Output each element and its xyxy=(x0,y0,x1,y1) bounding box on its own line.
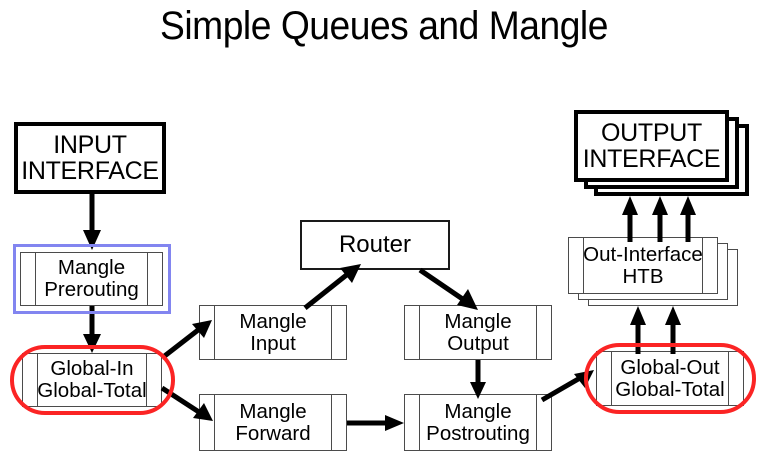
edge-out-interface-htb-to-output-interface-1 xyxy=(621,196,639,242)
mangle-output-line1: Mangle xyxy=(444,309,512,333)
node-input-interface[interactable]: INPUT INTERFACE xyxy=(14,122,166,194)
mangle-postrouting-line1: Mangle xyxy=(444,399,512,423)
mangle-forward-line2: Forward xyxy=(235,421,311,445)
edge-input-interface-to-mangle-prerouting xyxy=(82,192,102,252)
node-divider-right xyxy=(331,395,332,450)
node-divider-right xyxy=(536,395,537,450)
node-divider-left xyxy=(583,238,584,293)
edge-out-interface-htb-to-output-interface-3 xyxy=(679,196,697,242)
node-global-in[interactable]: Global-In Global-Total xyxy=(22,353,162,407)
node-mangle-forward[interactable]: Mangle Forward xyxy=(199,394,347,451)
edge-global-in-to-mangle-input xyxy=(160,318,214,360)
node-divider-right xyxy=(147,253,148,305)
input-interface-line1: INPUT xyxy=(53,130,127,159)
router-label: Router xyxy=(338,231,412,259)
edge-router-to-mangle-output xyxy=(418,267,480,312)
out-interface-htb-line1: Out-Interface xyxy=(583,242,703,266)
out-interface-htb-line2: HTB xyxy=(622,264,664,288)
mangle-forward-line1: Mangle xyxy=(239,399,307,423)
edge-global-out-to-out-interface-htb-2 xyxy=(664,306,682,354)
node-divider-left xyxy=(214,306,215,359)
node-divider-left xyxy=(419,395,420,450)
node-router[interactable]: Router xyxy=(300,220,450,270)
node-mangle-input[interactable]: Mangle Input xyxy=(199,305,347,360)
global-out-line2: Global-Total xyxy=(615,377,725,401)
node-divider-right xyxy=(146,354,147,406)
output-interface-line1: OUTPUT xyxy=(601,118,702,147)
mangle-input-line1: Mangle xyxy=(239,309,307,333)
node-divider-left xyxy=(37,354,38,406)
edge-mangle-postrouting-to-global-out xyxy=(540,368,596,406)
edge-mangle-prerouting-to-global-in xyxy=(82,306,102,354)
node-output-interface[interactable]: OUTPUT INTERFACE xyxy=(574,110,729,182)
node-divider-left xyxy=(419,306,420,359)
edge-mangle-input-to-router xyxy=(303,262,363,310)
mangle-prerouting-line2: Prerouting xyxy=(44,278,139,301)
edge-global-in-to-mangle-forward xyxy=(160,385,214,424)
node-divider-left xyxy=(214,395,215,450)
node-divider-left xyxy=(35,253,36,305)
mangle-input-line2: Input xyxy=(250,331,296,355)
node-mangle-prerouting[interactable]: Mangle Prerouting xyxy=(20,252,163,306)
node-divider-right xyxy=(728,352,729,405)
edge-global-out-to-out-interface-htb-1 xyxy=(629,306,647,354)
global-in-line1: Global-In xyxy=(50,357,134,381)
node-mangle-postrouting[interactable]: Mangle Postrouting xyxy=(404,394,552,451)
node-divider-left xyxy=(611,352,612,405)
output-interface-line2: INTERFACE xyxy=(582,145,721,173)
page-title: Simple Queues and Mangle xyxy=(160,4,608,48)
mangle-prerouting-line1: Mangle xyxy=(57,256,126,280)
input-interface-line2: INTERFACE xyxy=(21,157,159,185)
node-divider-right xyxy=(536,306,537,359)
global-out-line1: Global-Out xyxy=(620,355,720,379)
edge-mangle-forward-to-mangle-postrouting xyxy=(347,413,405,433)
global-in-line2: Global-Total xyxy=(37,379,147,402)
edge-out-interface-htb-to-output-interface-2 xyxy=(651,196,669,242)
node-divider-right xyxy=(331,306,332,359)
node-out-interface-htb[interactable]: Out-Interface HTB xyxy=(568,237,718,294)
edge-mangle-output-to-mangle-postrouting xyxy=(468,360,488,400)
mangle-postrouting-line2: Postrouting xyxy=(426,421,530,445)
mangle-output-line2: Output xyxy=(447,331,509,355)
node-divider-right xyxy=(702,238,703,293)
node-global-out[interactable]: Global-Out Global-Total xyxy=(596,351,744,406)
node-mangle-output[interactable]: Mangle Output xyxy=(404,305,552,360)
